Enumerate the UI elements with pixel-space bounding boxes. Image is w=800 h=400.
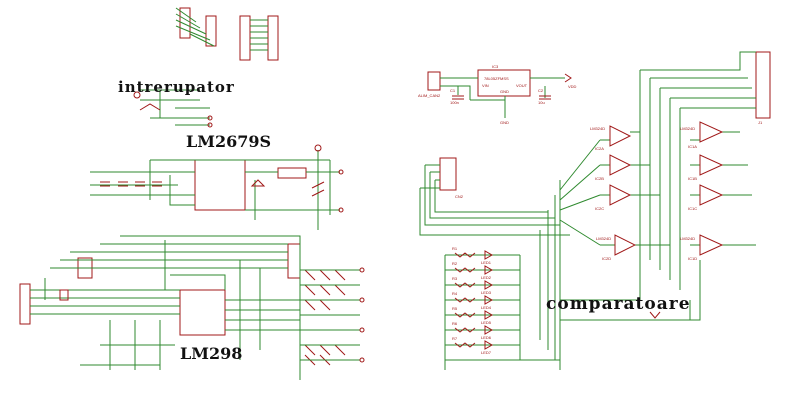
gnd-label: GND (500, 120, 509, 125)
comparator-ic1d (699, 234, 724, 256)
comp-type-4: LM324D (596, 236, 611, 241)
gnd-pin-label: GND (500, 89, 509, 94)
c2-value: 10u (538, 100, 545, 105)
comp-id-8: IC1D (688, 256, 697, 261)
r4-label: R4 (452, 291, 458, 296)
comparator-ic2a (609, 125, 632, 147)
vdd-label: VDD (568, 84, 577, 89)
alim-label: ALIM_CAN2 (418, 93, 441, 98)
vin-label: VIN (482, 83, 489, 88)
comp-type-5: LM324D (680, 126, 695, 131)
comparator-ic1a (699, 121, 724, 143)
comp-id-4: IC2D (602, 256, 611, 261)
regulator-label: 78L05ZFMSS (484, 76, 509, 81)
led3-label: LED3 (481, 290, 492, 295)
led1-label: LED1 (481, 260, 492, 265)
comp-id-2: IC2B (595, 176, 604, 181)
r5-label: R5 (452, 306, 458, 311)
c1-value: 100n (450, 100, 459, 105)
r1-label: R1 (452, 246, 458, 251)
comparator-ic1b (699, 154, 724, 176)
comparatoare-caption: comparatoare (546, 294, 691, 314)
led2-label: LED2 (481, 275, 492, 280)
c2-label: C2 (538, 88, 544, 93)
led6-label: LED6 (481, 335, 492, 340)
led5-label: LED5 (481, 320, 492, 325)
r3-label: R3 (452, 276, 458, 281)
conn-right-label: J1 (758, 120, 763, 125)
ic3-label: IC3 (492, 64, 499, 69)
lm298-section (19, 235, 365, 380)
comp-type-1: LM324D (590, 126, 605, 131)
comparator-ic2c (609, 184, 632, 206)
comparator-ic2d (614, 234, 637, 256)
comparator-ic2b (609, 154, 632, 176)
header-connectors (175, 7, 279, 61)
conn-label: CN2 (455, 194, 464, 199)
led4-label: LED4 (481, 305, 492, 310)
supply-section (427, 69, 572, 118)
push-switch (649, 311, 661, 319)
comp-id-6: IC1B (688, 176, 697, 181)
comparator-ic1c (699, 184, 724, 206)
r6-label: R6 (452, 321, 458, 326)
intrerupator-caption: intrerupator (118, 78, 235, 96)
c1-label: C1 (450, 88, 456, 93)
lm298-caption: LM298 (180, 344, 243, 363)
comp-id-3: IC2C (595, 206, 604, 211)
comp-id-1: IC2A (595, 146, 604, 151)
comp-id-5: IC1A (688, 144, 697, 149)
switch-section (133, 89, 213, 128)
lm2679s-section (90, 144, 344, 230)
comp-id-7: IC1C (688, 206, 697, 211)
r7-label: R7 (452, 336, 458, 341)
resistor-led-array (454, 250, 494, 350)
comp-type-8: LM324D (680, 236, 695, 241)
led7-label: LED7 (481, 350, 492, 355)
lm2679s-caption: LM2679S (186, 132, 272, 151)
r2-label: R2 (452, 261, 458, 266)
comparator-section (419, 51, 771, 370)
vout-label: VOUT (516, 83, 528, 88)
